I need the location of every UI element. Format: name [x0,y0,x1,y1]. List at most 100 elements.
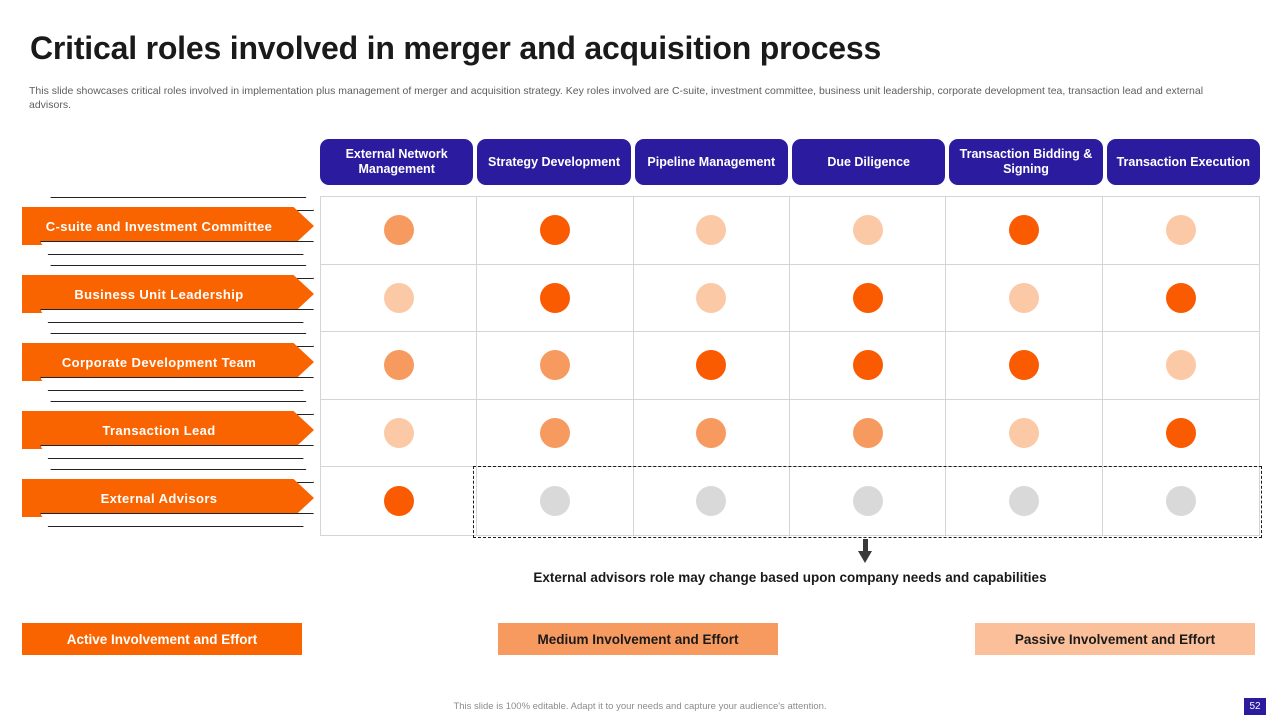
involvement-dot-medium [383,215,414,246]
row-label-text: Transaction Lead [102,422,216,438]
involvement-dot-passive [1165,350,1196,381]
involvement-dot-passive [696,215,727,246]
involvement-dot-passive [696,282,727,313]
column-header-transaction-execution[interactable]: Transaction Execution [1106,139,1260,185]
column-header-transaction-bidding-signing[interactable]: Transaction Bidding & Signing [949,139,1103,185]
matrix-cell[interactable] [634,467,790,535]
matrix-cell[interactable] [633,197,790,265]
matrix-cell[interactable] [789,399,947,468]
row-label-text: Business Unit Leadership [74,286,244,302]
column-header-pipeline-management[interactable]: Pipeline Management [634,139,788,185]
matrix-cell[interactable] [477,467,634,535]
ghost-arrow-bottom-icon [40,309,314,323]
matrix-cell[interactable] [1103,467,1259,535]
column-header-external-network-management[interactable]: External Network Management [320,139,474,185]
legend-passive-involvement[interactable]: Passive Involvement and Effort [975,623,1255,655]
legend-label: Passive Involvement and Effort [1014,631,1216,647]
matrix-cell[interactable] [477,399,634,468]
involvement-dot-none [1165,486,1196,517]
arrow-shape-icon: C-suite and Investment Committee [22,207,314,245]
matrix-cell[interactable] [789,264,947,333]
matrix-cell[interactable] [1102,332,1259,400]
involvement-dot-passive [1008,418,1039,449]
page-title: Critical roles involved in merger and ac… [30,30,882,66]
legend-medium-involvement[interactable]: Medium Involvement and Effort [498,623,778,655]
involvement-dot-active [1008,350,1039,381]
ghost-arrow-bottom-icon [40,241,314,255]
matrix-cell[interactable] [633,332,790,400]
involvement-dot-medium [852,418,883,449]
arrow-shape-icon: External Advisors [22,479,314,517]
involvement-dot-medium [383,350,414,381]
involvement-dot-none [1008,486,1039,517]
row-label-c-suite-and-investment-committee[interactable]: C-suite and Investment Committee [22,197,314,255]
slide-subtitle: This slide showcases critical roles invo… [29,85,1204,111]
matrix-cell[interactable] [946,399,1103,468]
matrix-cell[interactable] [790,467,947,535]
arrow-shape-icon: Business Unit Leadership [22,275,314,313]
involvement-dot-active [696,350,727,381]
involvement-dot-active [539,215,570,246]
matrix-cell[interactable] [321,399,478,468]
footer-note: This slide is 100% editable. Adapt it to… [453,701,827,712]
column-header-due-diligence[interactable]: Due Diligence [791,139,946,185]
involvement-dot-medium [539,350,570,381]
row-label-text: Corporate Development Team [61,354,257,370]
row-label-business-unit-leadership[interactable]: Business Unit Leadership [22,265,314,323]
involvement-dot-none [696,486,727,517]
involvement-dot-active [852,282,883,313]
row-label-text: C-suite and Investment Committee [45,218,273,234]
legend-active-involvement[interactable]: Active Involvement and Effort [22,623,302,655]
row-label-transaction-lead[interactable]: Transaction Lead [22,401,314,459]
matrix-cell[interactable] [1102,400,1259,468]
involvement-dot-passive [383,418,414,449]
involvement-dot-passive [1008,282,1039,313]
row-label-column: C-suite and Investment Committee Busines… [22,197,314,537]
involvement-dot-active [383,486,414,517]
involvement-dot-active [1165,282,1196,313]
matrix-cell[interactable] [633,264,790,333]
matrix-cell[interactable] [789,332,947,400]
matrix-cell[interactable] [946,332,1103,400]
matrix-cell[interactable] [321,332,478,400]
involvement-matrix [320,196,1260,536]
matrix-cell[interactable] [321,197,478,265]
legend-label: Medium Involvement and Effort [537,631,739,647]
involvement-dot-passive [1165,215,1196,246]
ghost-arrow-bottom-icon [40,377,314,391]
involvement-dot-active [539,282,570,313]
matrix-cell[interactable] [1102,265,1259,333]
row-label-corporate-development-team[interactable]: Corporate Development Team [22,333,314,391]
involvement-dot-active [852,350,883,381]
involvement-dot-active [1165,418,1196,449]
callout-note: External advisors role may change based … [533,570,1047,585]
involvement-dot-medium [539,418,570,449]
row-label-external-advisors[interactable]: External Advisors [22,469,314,527]
matrix-cell[interactable] [477,264,634,333]
column-header-strategy-development[interactable]: Strategy Development [477,139,631,185]
matrix-cell[interactable] [946,197,1103,265]
matrix-cell[interactable] [946,467,1103,535]
matrix-cell[interactable] [946,264,1103,333]
matrix-cell[interactable] [477,197,634,265]
involvement-dot-medium [696,418,727,449]
matrix-cell[interactable] [633,399,790,468]
matrix-cell[interactable] [1102,197,1259,265]
down-arrow-icon [858,539,872,563]
matrix-cell[interactable] [321,467,478,535]
row-label-text: External Advisors [100,490,218,506]
involvement-dot-passive [383,282,414,313]
matrix-cell[interactable] [789,197,947,265]
involvement-dot-passive [852,215,883,246]
arrow-shape-icon: Corporate Development Team [22,343,314,381]
involvement-dot-active [1008,215,1039,246]
column-header-row: External Network Management Strategy Dev… [320,139,1260,185]
legend-label: Active Involvement and Effort [66,631,258,647]
matrix-cell[interactable] [321,264,478,333]
ghost-arrow-bottom-icon [40,513,314,527]
page-number-badge: 52 [1244,698,1266,715]
arrow-shape-icon: Transaction Lead [22,411,314,449]
involvement-dot-none [852,486,883,517]
matrix-cell[interactable] [477,332,634,400]
